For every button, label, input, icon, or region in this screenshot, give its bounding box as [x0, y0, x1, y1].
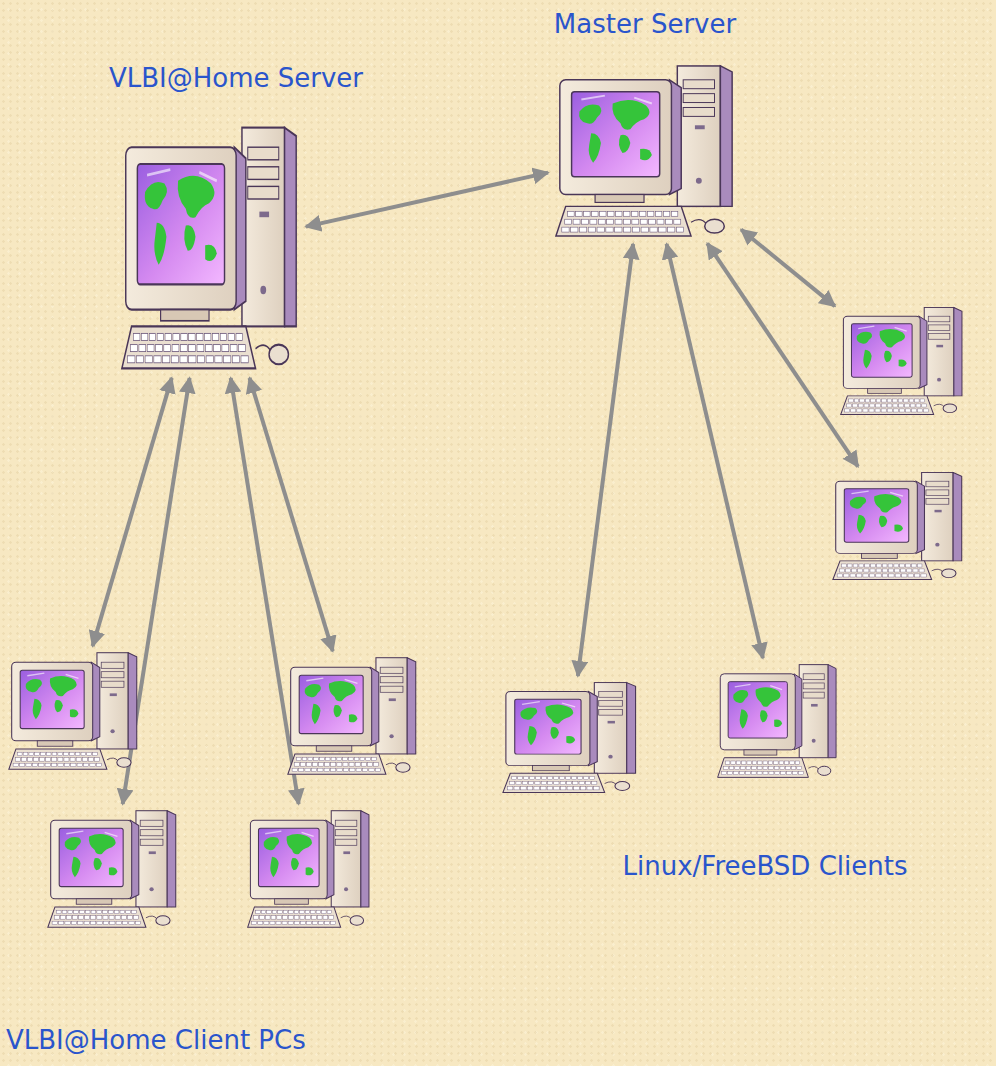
computer-icon [830, 470, 966, 582]
link-arrow [123, 378, 190, 804]
computer-icon [118, 122, 302, 374]
group-label: VLBI@Home Client PCs [6, 1024, 306, 1056]
link-arrow [93, 378, 172, 646]
client-computer [838, 305, 966, 417]
group-label: Linux/FreeBSD Clients [623, 850, 908, 882]
link-arrow [707, 243, 858, 466]
client-computer [245, 808, 373, 930]
computer-icon [45, 808, 180, 930]
computer-icon [6, 650, 141, 772]
computer-icon [838, 305, 966, 417]
computer-icon [552, 62, 738, 240]
link-arrow [667, 244, 763, 658]
client-computer [830, 470, 966, 582]
client-computer [500, 680, 640, 795]
computer-icon [715, 662, 840, 780]
link-arrow [231, 378, 299, 804]
computer-icon [285, 655, 420, 777]
computer-icon [245, 808, 373, 930]
client-computer [45, 808, 180, 930]
link-arrow [741, 230, 835, 307]
server-label: Master Server [554, 8, 736, 40]
link-arrow [306, 173, 548, 227]
link-arrow [578, 244, 633, 676]
server-computer: Master Server [552, 62, 738, 240]
server-label: VLBI@Home Server [109, 62, 363, 94]
client-computer [715, 662, 840, 780]
client-computer [285, 655, 420, 777]
link-arrow [250, 378, 333, 651]
server-computer: VLBI@Home Server [118, 122, 302, 374]
client-computer [6, 650, 141, 772]
computer-icon [500, 680, 640, 795]
